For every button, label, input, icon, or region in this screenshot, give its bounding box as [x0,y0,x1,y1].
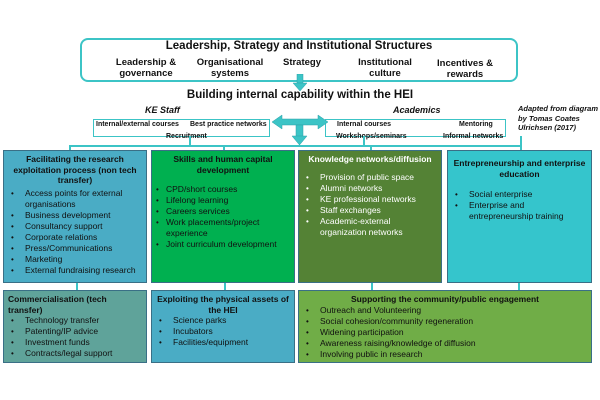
box-title: Supporting the community/public engageme… [351,294,539,304]
ke-staff-label: KE Staff [145,105,180,115]
list-item: Awareness raising/knowledge of diffusion [303,338,587,349]
attribution-note: Adapted from diagram by Tomas Coates Ulr… [518,104,599,132]
top-item-line2: systems [210,68,250,79]
connector-horizontal [69,145,521,147]
community-engagement-box: Supporting the community/public engageme… [298,290,592,363]
box-title: Skills and human capital development [173,154,273,175]
top-item-line2: culture [369,68,401,79]
list-item: Access points for external organisations [8,188,142,210]
connector [363,136,365,146]
list-item: Marketing [8,254,142,265]
academics-item: Mentoring [459,121,493,128]
commercialisation-box: Commercialisation (tech transfer) Techno… [3,290,147,363]
top-item-line1: Institutional [358,57,412,68]
list-item: Enterprise and entrepreneurship training [452,200,587,222]
top-item-organisational: Organisational systems [186,57,274,79]
connector [371,283,373,290]
connector [520,136,522,150]
list-item: Widening participation [303,327,587,338]
list-item: Patenting/IP advice [8,326,142,337]
list-item: Involving public in research [303,349,587,360]
list-item: Lifelong learning [156,195,290,206]
connector [189,136,191,146]
top-item-strategy: Strategy [272,57,332,68]
list-item: Science parks [156,315,290,326]
list-item: KE professional networks [303,194,437,205]
top-item-line1: Strategy [282,57,321,68]
academics-label: Academics [393,105,441,115]
list-item: Facilities/equipment [156,337,290,348]
box-title: Commercialisation (tech transfer) [8,294,107,315]
ke-staff-bracket [93,119,270,137]
top-item-line1: Leadership & [115,57,177,68]
list-item: Consultancy support [8,221,142,232]
list-item: Contracts/legal support [8,348,142,359]
list-item: Investment funds [8,337,142,348]
list-item: CPD/short courses [156,184,290,195]
list-item: Alumni networks [303,183,437,194]
list-item: Academic-external organization networks [303,216,437,238]
building-capability-title: Building internal capability within the … [186,89,414,101]
list-item: Social cohesion/community regeneration [303,316,587,327]
top-item-line1: Organisational [196,57,264,68]
list-item: Press/Communications [8,243,142,254]
top-item-leadership: Leadership & governance [104,57,188,79]
connector [518,283,520,290]
top-item-line2: rewards [446,69,484,80]
academics-item: Informal networks [443,133,504,140]
research-exploitation-box: Facilitating the research exploitation p… [3,150,147,283]
list-item: Provision of public space [303,172,437,183]
list-item: Social enterprise [452,189,587,200]
list-item: Corporate relations [8,232,142,243]
leadership-strategy-title: Leadership, Strategy and Institutional S… [165,40,433,52]
knowledge-networks-box: Knowledge networks/diffusion Provision o… [298,150,442,283]
list-item: Joint curriculum development [156,239,290,250]
connector [69,145,71,150]
academics-item: Workshops/seminars [336,133,407,140]
box-title: Exploiting the physical assets of the HE… [157,294,289,315]
top-item-line1: Incentives & [437,58,493,69]
academics-bracket [325,119,506,137]
connector [223,145,225,150]
ke-staff-item: Recruitment [166,133,207,140]
ke-staff-item: Best practice networks [190,121,267,128]
list-item: Careers services [156,206,290,217]
top-item-incentives: Incentives & rewards [425,58,505,80]
box-title: Facilitating the research exploitation p… [13,154,137,185]
connector [370,145,372,150]
academics-item: Internal courses [337,121,392,128]
top-item-line2: governance [119,68,173,79]
connector [224,283,226,290]
list-item: Incubators [156,326,290,337]
connector [76,283,78,290]
list-item: Technology transfer [8,315,142,326]
list-item: External fundraising research [8,265,142,276]
down-arrow-icon [292,74,308,92]
ke-staff-item: Internal/external courses [96,121,179,128]
skills-development-box: Skills and human capital development CPD… [151,150,295,283]
top-item-culture: Institutional culture [345,57,425,79]
list-item: Outreach and Volunteering [303,305,587,316]
list-item: Work placements/project experience [156,217,290,239]
list-item: Business development [8,210,142,221]
box-title: Knowledge networks/diffusion [308,154,432,164]
entrepreneurship-box: Entrepreneurship and enterprise educatio… [447,150,592,283]
physical-assets-box: Exploiting the physical assets of the HE… [151,290,295,363]
list-item: Staff exchanges [303,205,437,216]
double-arrow-icon [271,114,329,146]
box-title: Entrepreneurship and enterprise educatio… [453,158,586,179]
